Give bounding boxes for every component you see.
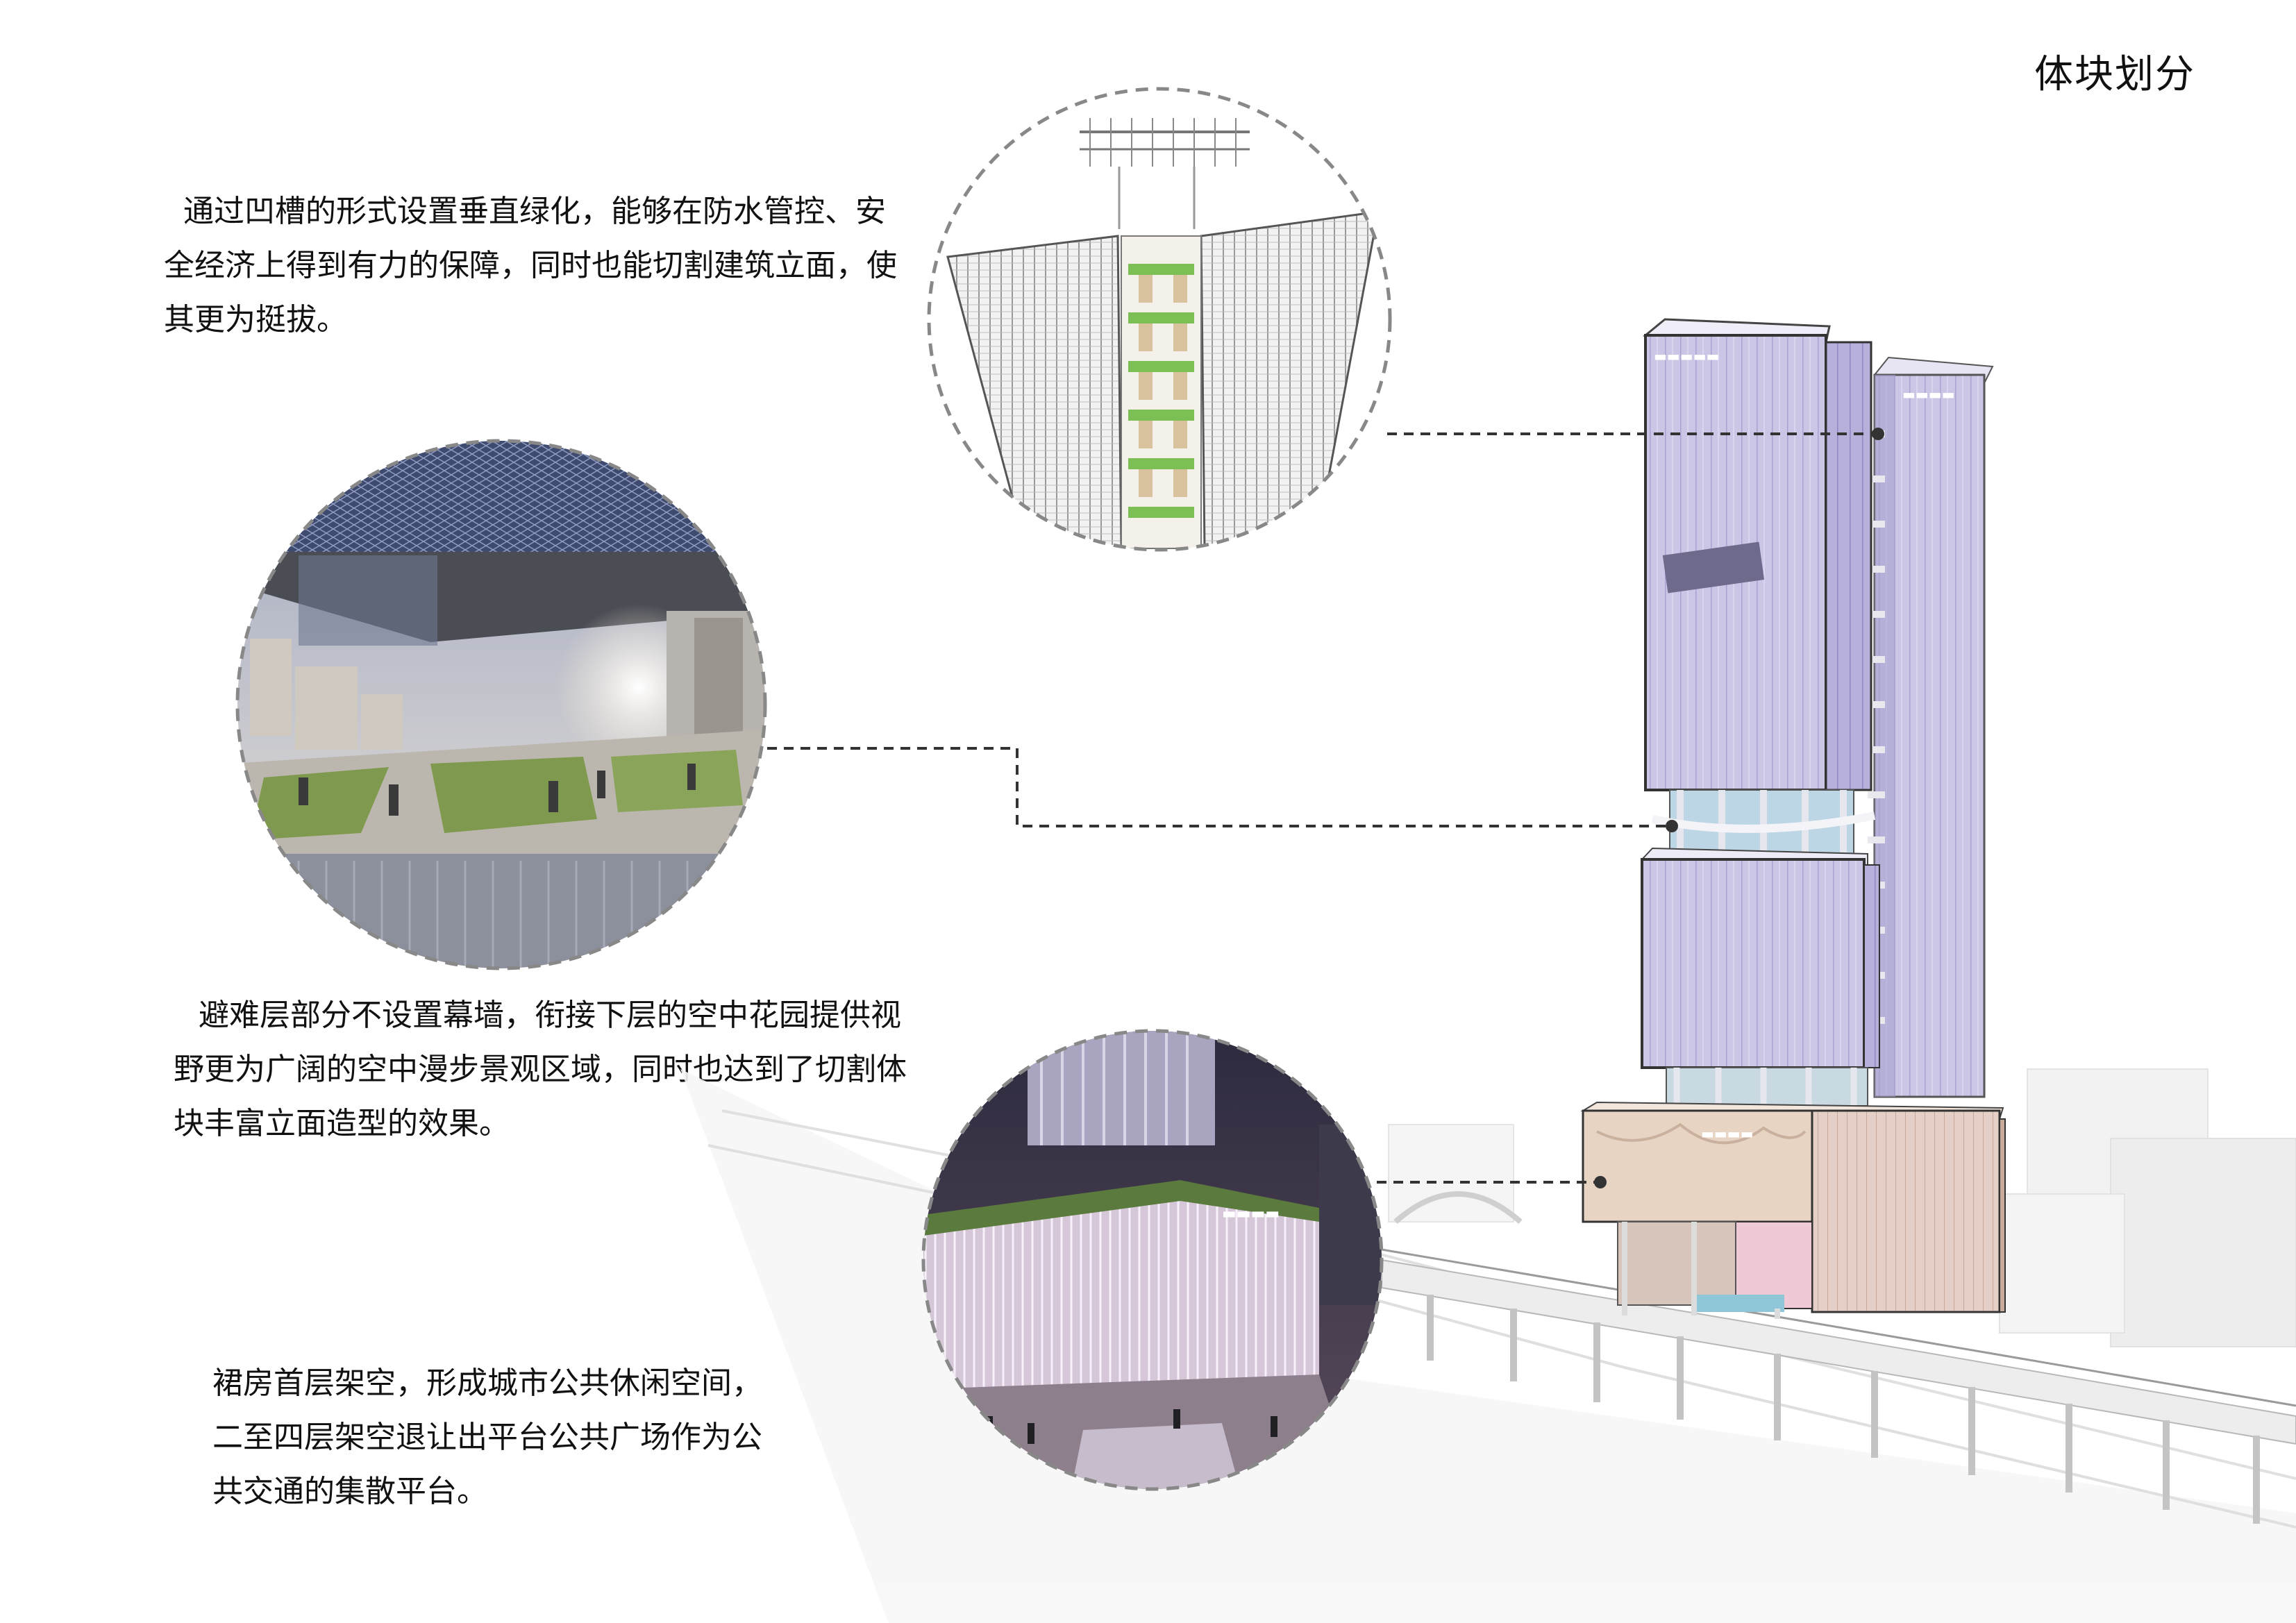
note-line: 其更为挺拔。 [164,302,347,337]
note-line: 块丰富立面造型的效果。 [174,1106,510,1141]
svg-text:▬▬▬▬▬: ▬▬▬▬▬ [1654,348,1719,364]
refuge-floor-note: 避难层部分不设置幕墙，衔接下层的空中花园提供视 野更为广阔的空中漫步景观区域，同… [174,989,937,1151]
note-line: 全经济上得到有力的保障，同时也能切割建筑立面，使 [164,248,897,283]
leader-lines [767,432,1878,1184]
leader-dots [1594,428,1884,1188]
svg-text:▬▬▬▬: ▬▬▬▬ [1701,1125,1754,1142]
podium-note: 裙房首层架空，形成城市公共休闲空间， 二至四层架空退让出平台公共广场作为公 共交… [212,1356,976,1519]
vertical-greening-note: 通过凹槽的形式设置垂直绿化，能够在防水管控、安 全经济上得到有力的保障，同时也能… [164,185,928,347]
svg-text:▬▬▬▬: ▬▬▬▬ [1902,386,1955,403]
note-line: 共交通的集散平台。 [212,1474,487,1509]
note-line: 裙房首层架空，形成城市公共休闲空间， [212,1365,762,1401]
detail-circle-sky-garden [235,439,767,970]
detail-circle-vertical-greening [927,87,1392,552]
tower-model: ▬▬▬▬ ▬▬▬▬▬ [1580,318,2006,1319]
city-context [680,1068,2296,1623]
note-line: 避难层部分不设置幕墙，衔接下层的空中花园提供视 [199,998,901,1033]
page-title: 体块划分 [2034,52,2195,97]
note-line: 二至四层架空退让出平台公共广场作为公 [212,1420,762,1455]
note-line: 野更为广阔的空中漫步景观区域，同时也达到了切割体 [174,1052,907,1087]
leader-line-refuge [767,747,1672,827]
note-line: 通过凹槽的形式设置垂直绿化，能够在防水管控、安 [183,194,886,229]
svg-text:▬▬▬▬: ▬▬▬▬ [1222,1205,1280,1222]
